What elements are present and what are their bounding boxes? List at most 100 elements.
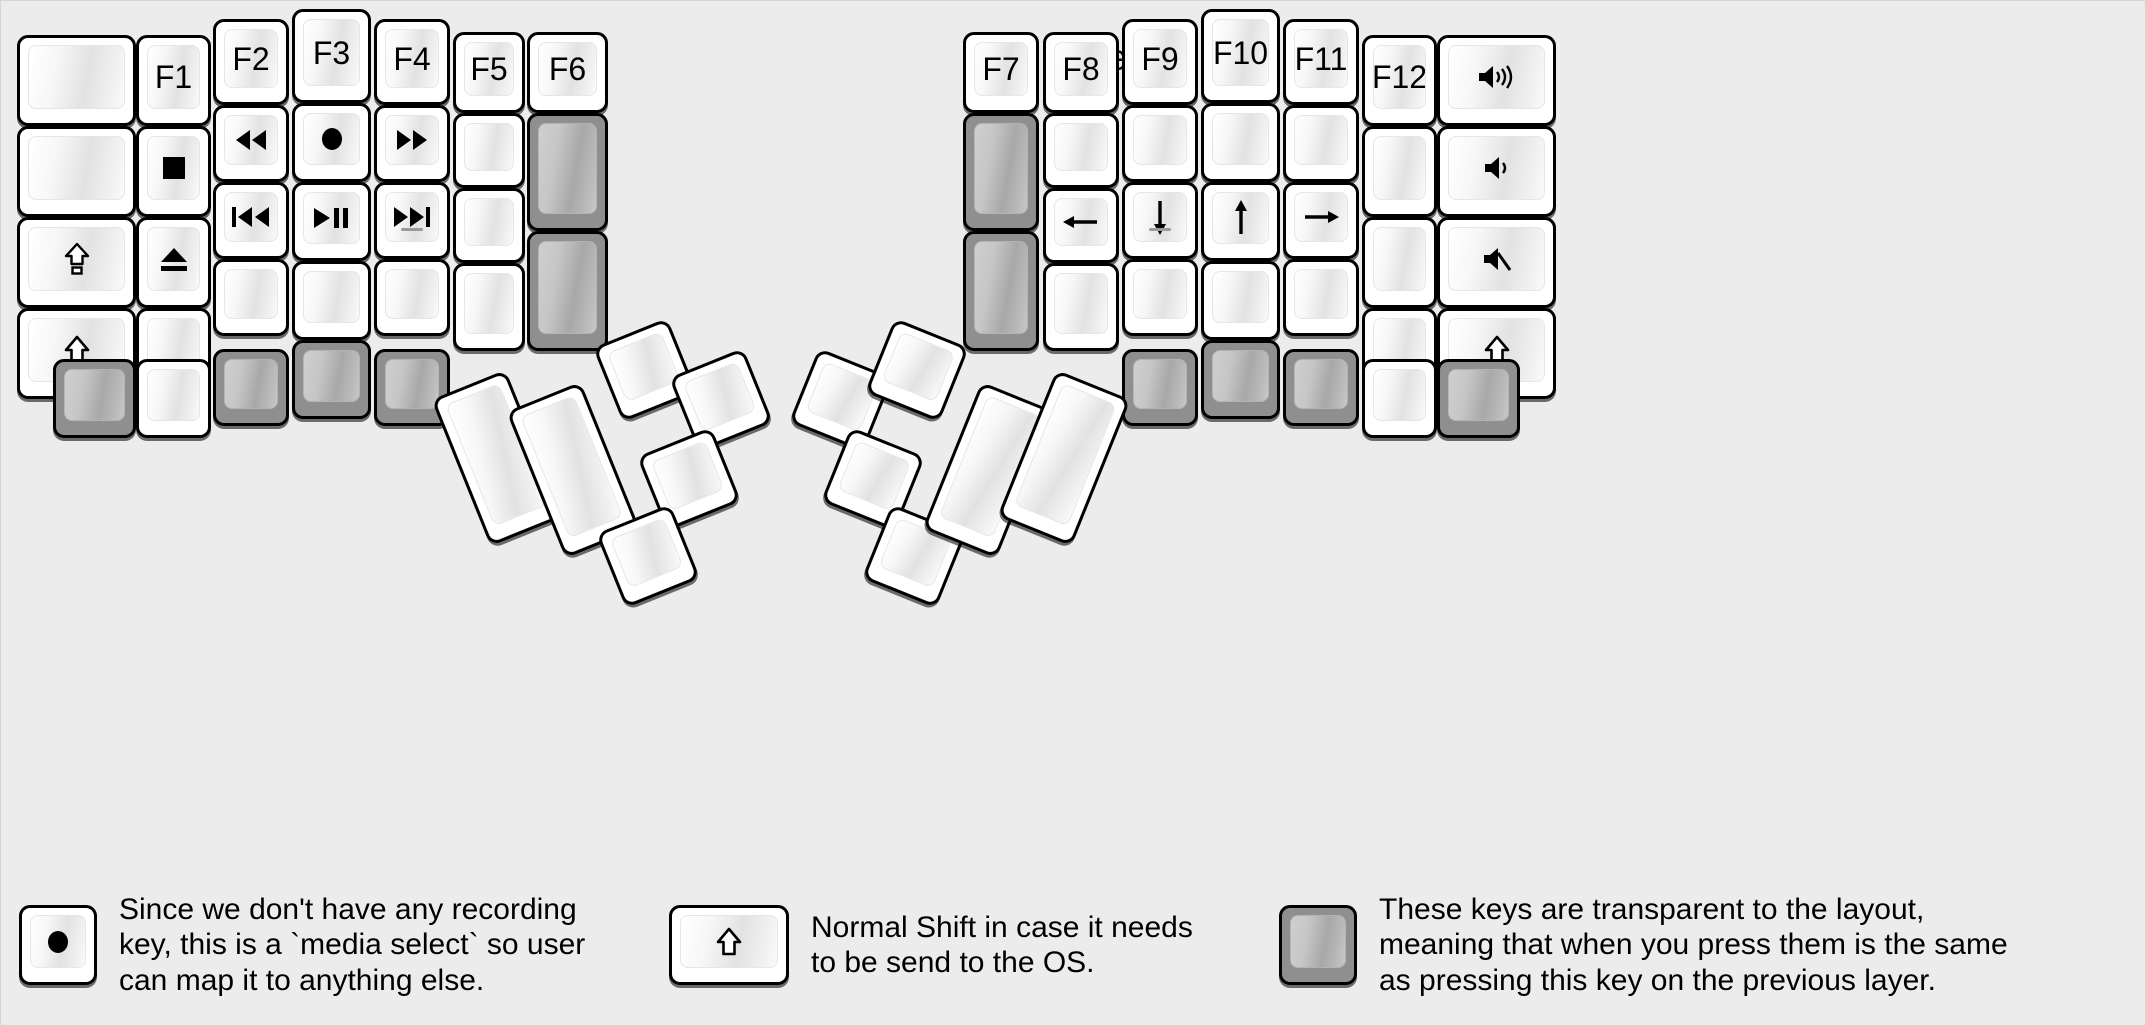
legend-note-text: These keys are transparent to the layout… bbox=[1379, 892, 2008, 997]
key-l-c6-r2[interactable] bbox=[453, 113, 525, 188]
keycap-face bbox=[224, 192, 278, 242]
key-l-c7-r3[interactable] bbox=[527, 231, 608, 351]
key-r-c2-r4[interactable] bbox=[1043, 263, 1119, 351]
keycap-face bbox=[385, 115, 439, 165]
key-r-c6-r5[interactable] bbox=[1362, 359, 1437, 438]
homing-bump-indicator bbox=[1149, 228, 1171, 231]
key-r-c7-r3[interactable] bbox=[1437, 217, 1556, 308]
keycap-face bbox=[1054, 123, 1108, 171]
keycap-face bbox=[224, 115, 278, 165]
key-l-c3-r3[interactable] bbox=[213, 182, 289, 259]
key-r-c3-r1[interactable]: F9 bbox=[1122, 19, 1198, 105]
key-l-c3-r1[interactable]: F2 bbox=[213, 19, 289, 105]
key-l-c1-r3[interactable] bbox=[17, 217, 136, 308]
key-l-c6-r3[interactable] bbox=[453, 188, 525, 263]
keycap-face bbox=[1294, 269, 1348, 319]
legend-note-transparent-note: These keys are transparent to the layout… bbox=[1279, 863, 2008, 1025]
rewind-icon bbox=[233, 127, 269, 153]
record-circle-icon bbox=[42, 926, 74, 958]
arrow-down-icon bbox=[1147, 197, 1173, 237]
keycap-face bbox=[224, 359, 278, 409]
keycap-face bbox=[1133, 269, 1187, 319]
key-r-c7-r2[interactable] bbox=[1437, 126, 1556, 217]
key-l-c5-r1[interactable]: F4 bbox=[374, 19, 450, 105]
key-l-c1-r1[interactable] bbox=[17, 35, 136, 126]
key-l-c4-r2[interactable] bbox=[292, 103, 371, 182]
key-legend-text: F10 bbox=[1212, 34, 1269, 71]
fast-forward-icon bbox=[394, 127, 430, 153]
key-r-c5-r4[interactable] bbox=[1283, 259, 1359, 336]
key-r-c4-r3[interactable] bbox=[1201, 182, 1280, 261]
key-r-c3-r4[interactable] bbox=[1122, 259, 1198, 336]
key-l-c2-r3[interactable] bbox=[136, 217, 211, 308]
key-l-c3-r4[interactable] bbox=[213, 259, 289, 336]
key-r-c1-r2[interactable] bbox=[963, 113, 1039, 231]
key-r-c5-r2[interactable] bbox=[1283, 105, 1359, 182]
keycap-face bbox=[1448, 136, 1545, 200]
key-l-c6-r4[interactable] bbox=[453, 263, 525, 351]
key-r-c3-r3[interactable] bbox=[1122, 182, 1198, 259]
keycap-face bbox=[464, 273, 514, 334]
key-r-c5-r5[interactable] bbox=[1283, 349, 1359, 426]
key-l-c6-r1[interactable]: F5 bbox=[453, 32, 525, 113]
key-l-c4-r4[interactable] bbox=[292, 261, 371, 340]
key-r-c4-r1[interactable]: F10 bbox=[1201, 9, 1280, 103]
keycap-face bbox=[650, 440, 725, 512]
legend-note-text: Normal Shift in case it needs to be send… bbox=[811, 910, 1193, 979]
key-l-c1-r2[interactable] bbox=[17, 126, 136, 217]
key-r-c3-r5[interactable] bbox=[1122, 349, 1198, 426]
key-r-c7-r5[interactable] bbox=[1437, 359, 1520, 438]
key-l-c5-r3[interactable] bbox=[374, 182, 450, 259]
key-r-c6-r2[interactable] bbox=[1362, 126, 1437, 217]
key-legend-text: F2 bbox=[232, 40, 270, 77]
key-l-c2-r1[interactable]: F1 bbox=[136, 35, 211, 126]
key-r-c6-r1[interactable]: F12 bbox=[1362, 35, 1437, 126]
volume-down-icon bbox=[1482, 153, 1512, 183]
key-r-c3-r2[interactable] bbox=[1122, 105, 1198, 182]
keycap-face bbox=[1448, 45, 1545, 109]
legend-sample-key bbox=[669, 905, 789, 985]
key-r-c4-r2[interactable] bbox=[1201, 103, 1280, 182]
legend-sample-key bbox=[19, 905, 97, 985]
keycap-face: F8 bbox=[1054, 42, 1108, 96]
key-r-c4-r4[interactable] bbox=[1201, 261, 1280, 340]
keycap-face: F7 bbox=[974, 42, 1028, 96]
keycap-face bbox=[464, 198, 514, 246]
key-r-c7-r1[interactable] bbox=[1437, 35, 1556, 126]
key-l-c2-r5[interactable] bbox=[136, 359, 211, 438]
key-r-c2-r3[interactable] bbox=[1043, 188, 1119, 263]
key-l-c4-r1[interactable]: F3 bbox=[292, 9, 371, 103]
key-r-c1-r1[interactable]: F7 bbox=[963, 32, 1039, 113]
key-l-c1-r5[interactable] bbox=[53, 359, 136, 438]
key-legend-text: F9 bbox=[1141, 40, 1179, 77]
keycap-face: F3 bbox=[303, 19, 360, 86]
keycap-face: F2 bbox=[224, 29, 278, 88]
key-r-c2-r2[interactable] bbox=[1043, 113, 1119, 188]
key-l-c3-r2[interactable] bbox=[213, 105, 289, 182]
key-l-c7-r1[interactable]: F6 bbox=[527, 32, 608, 113]
key-legend-text: F8 bbox=[1062, 51, 1100, 87]
keycap-face bbox=[303, 113, 360, 165]
key-r-c1-r3[interactable] bbox=[963, 231, 1039, 351]
key-l-c4-r3[interactable] bbox=[292, 182, 371, 261]
key-r-c6-r3[interactable] bbox=[1362, 217, 1437, 308]
keycap-face: F9 bbox=[1133, 29, 1187, 88]
key-r-c5-r1[interactable]: F11 bbox=[1283, 19, 1359, 105]
key-legend-text: F4 bbox=[393, 40, 431, 77]
key-l-c3-r5[interactable] bbox=[213, 349, 289, 426]
key-legend-text: F12 bbox=[1373, 59, 1426, 95]
key-legend-text: F6 bbox=[548, 51, 587, 87]
key-r-c5-r3[interactable] bbox=[1283, 182, 1359, 259]
next-track-icon bbox=[391, 204, 433, 230]
keycap-face bbox=[30, 915, 86, 968]
key-l-c2-r2[interactable] bbox=[136, 126, 211, 217]
key-l-c4-r5[interactable] bbox=[292, 340, 371, 419]
key-l-c5-r2[interactable] bbox=[374, 105, 450, 182]
key-r-c4-r5[interactable] bbox=[1201, 340, 1280, 419]
keycap-face bbox=[1290, 915, 1346, 968]
key-r-c2-r1[interactable]: F8 bbox=[1043, 32, 1119, 113]
key-l-c7-r2[interactable] bbox=[527, 113, 608, 231]
keycap-face bbox=[1373, 136, 1426, 200]
key-l-c5-r4[interactable] bbox=[374, 259, 450, 336]
